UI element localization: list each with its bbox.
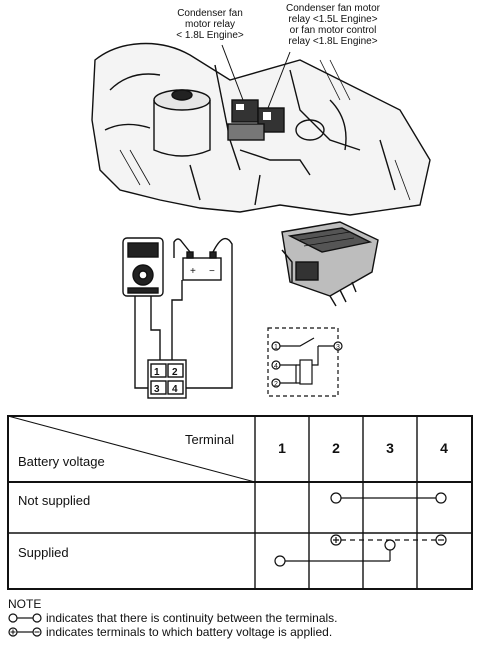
engine-compartment-drawing (91, 42, 431, 216)
connector-terminal-1: 1 (154, 367, 160, 378)
continuity-terminal-2 (330, 492, 342, 504)
callout-line: relay <1.8L Engine> (288, 36, 378, 47)
note-battery-text: indicates terminals to which battery vol… (46, 625, 333, 639)
note-continuity-text: indicates that there is continuity betwe… (46, 611, 338, 625)
connector-terminal-4: 4 (172, 384, 178, 395)
row-supplied-marks (274, 534, 447, 567)
row-label-supplied: Supplied (18, 545, 69, 560)
terminal-header-4: 4 (440, 440, 448, 456)
svg-text:−: − (209, 266, 215, 277)
callout-line: Condenser fan (177, 8, 243, 19)
callout-line: Condenser fan motor (286, 3, 380, 14)
callout-line: relay <1.5L Engine> (288, 14, 378, 25)
relay-schematic (267, 327, 343, 397)
table-header-terminal: Terminal (185, 432, 235, 447)
schematic-terminal-2: 2 (274, 381, 278, 388)
battery-symbol-icon (8, 627, 42, 637)
callout-relay-1-8l: Condenser fan motor relay < 1.8L Engine> (155, 8, 265, 41)
note-battery-line: indicates terminals to which battery vol… (8, 625, 474, 639)
multimeter (122, 237, 164, 297)
test-wiring (134, 237, 233, 389)
schematic-terminal-3: 3 (336, 344, 340, 351)
row-not-supplied-marks (330, 492, 447, 504)
continuity-symbol-icon (8, 613, 42, 623)
continuity-terminal-4 (435, 492, 447, 504)
battery: + − (182, 251, 222, 281)
continuity-table (7, 415, 473, 590)
schematic-terminal-1: 1 (274, 344, 278, 351)
callout-relay-1-5l: Condenser fan motor relay <1.5L Engine> … (268, 3, 398, 47)
continuity-terminal-1 (274, 555, 286, 567)
continuity-terminal-3 (384, 539, 396, 551)
note-continuity-line: indicates that there is continuity betwe… (8, 611, 474, 625)
row-label-not-supplied: Not supplied (18, 493, 91, 508)
relay-location-illustration: + − 1 2 3 4 (91, 42, 431, 399)
callout-leaders (221, 44, 291, 109)
note-block: NOTE indicates that there is continuity … (8, 597, 474, 639)
connector-terminal-2: 2 (172, 367, 178, 378)
callout-line: or fan motor control (289, 25, 377, 36)
connector-terminal-3: 3 (154, 384, 160, 395)
relay-part-drawing (281, 221, 379, 307)
terminal-header-3: 3 (386, 440, 394, 456)
relay-connector (147, 359, 187, 399)
table-header-battery-voltage: Battery voltage (18, 454, 105, 469)
callout-line: motor relay (184, 19, 235, 30)
svg-text:+: + (190, 266, 196, 277)
callout-line: < 1.8L Engine> (176, 30, 244, 41)
terminal-header-2: 2 (332, 440, 340, 456)
terminal-header-1: 1 (278, 440, 286, 456)
schematic-terminal-4: 4 (274, 363, 278, 370)
note-title: NOTE (8, 597, 42, 611)
